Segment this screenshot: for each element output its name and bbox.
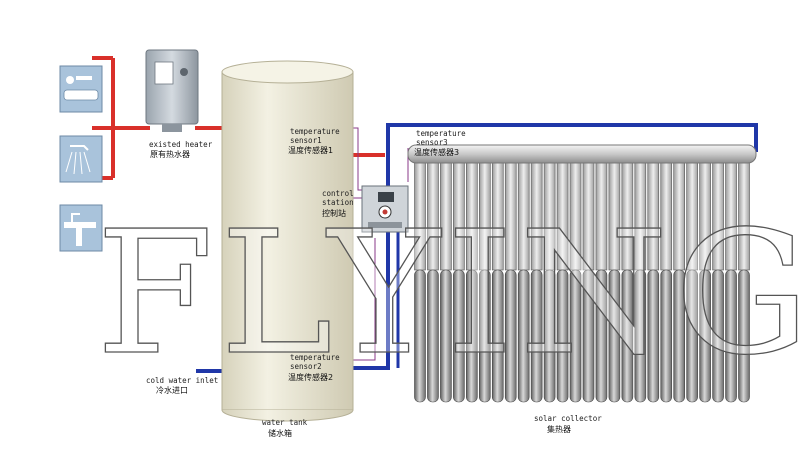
existed-heater-label: existed heater <box>149 140 213 149</box>
bathtub-icon <box>60 66 102 112</box>
watermark-text: FLYING <box>96 195 811 393</box>
collector-header <box>408 145 756 163</box>
collector-label: solar collector <box>534 414 602 423</box>
sensor3-label-line1: temperature <box>416 129 466 138</box>
sensor3-label-cn: 温度传感器3 <box>414 147 459 157</box>
shower-icon <box>60 136 102 182</box>
sensor3-label-line2: sensor3 <box>416 138 448 147</box>
tank-label: water tank <box>262 418 308 427</box>
water-heater-icon <box>146 50 198 132</box>
collector-label-cn: 集热器 <box>547 424 571 434</box>
sensor1-label-line2: sensor1 <box>290 136 322 145</box>
tank-label-cn: 储水箱 <box>268 428 292 438</box>
sensor1-label-line1: temperature <box>290 127 340 136</box>
sensor1-label-cn: 温度传感器1 <box>288 145 333 155</box>
existed-heater-label-cn: 原有热水器 <box>150 149 190 159</box>
